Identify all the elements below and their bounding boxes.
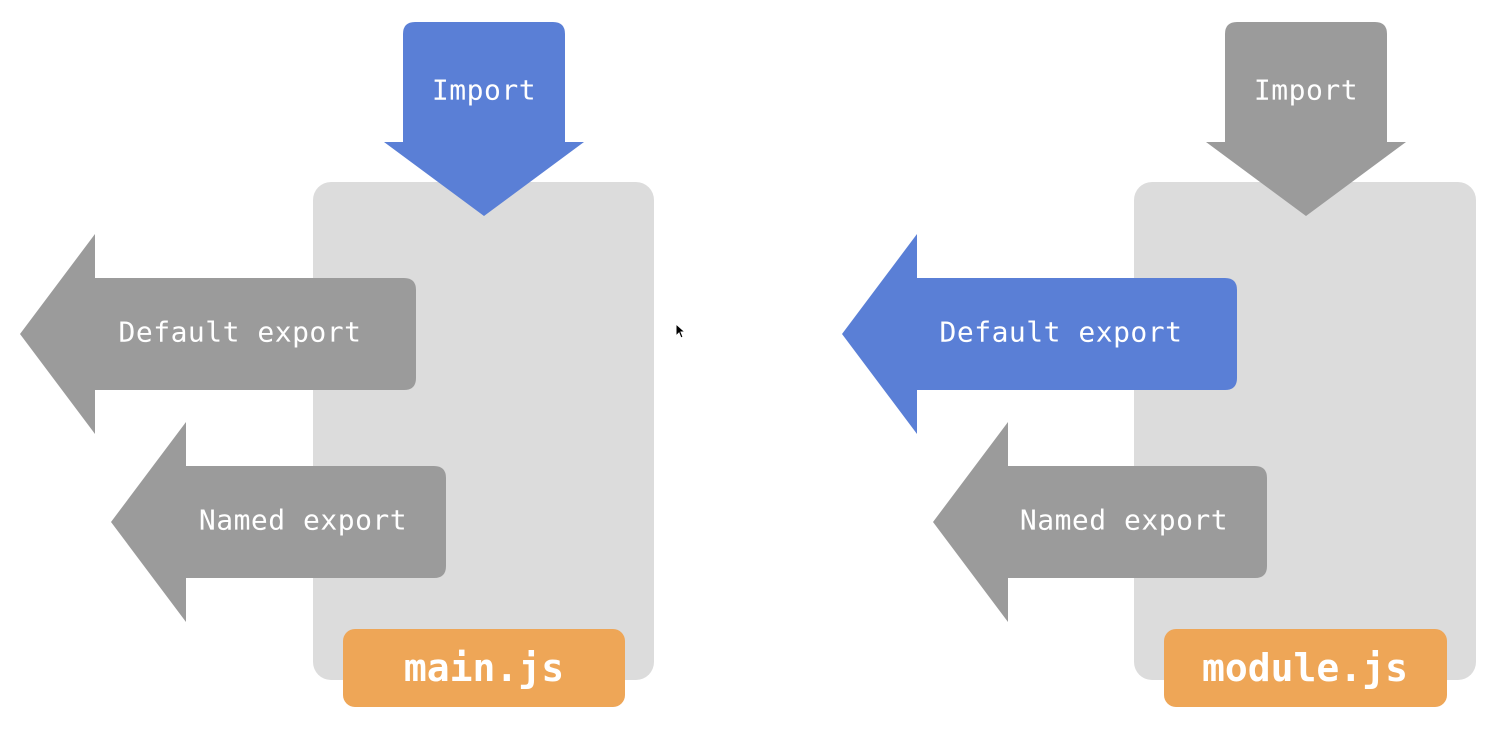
mouse-pointer-icon (675, 323, 685, 339)
right-module (842, 22, 1476, 707)
right-import-arrow (1206, 22, 1406, 216)
left-import-arrow (384, 22, 584, 216)
right-file-label-bg (1164, 629, 1447, 707)
right-default-export-arrow (842, 234, 1237, 434)
left-named-export-arrow (111, 422, 446, 622)
right-named-export-arrow (933, 422, 1267, 622)
left-module (20, 22, 654, 707)
left-file-panel (313, 182, 654, 680)
right-file-panel (1134, 182, 1476, 680)
left-file-label-bg (343, 629, 625, 707)
left-default-export-arrow (20, 234, 416, 434)
